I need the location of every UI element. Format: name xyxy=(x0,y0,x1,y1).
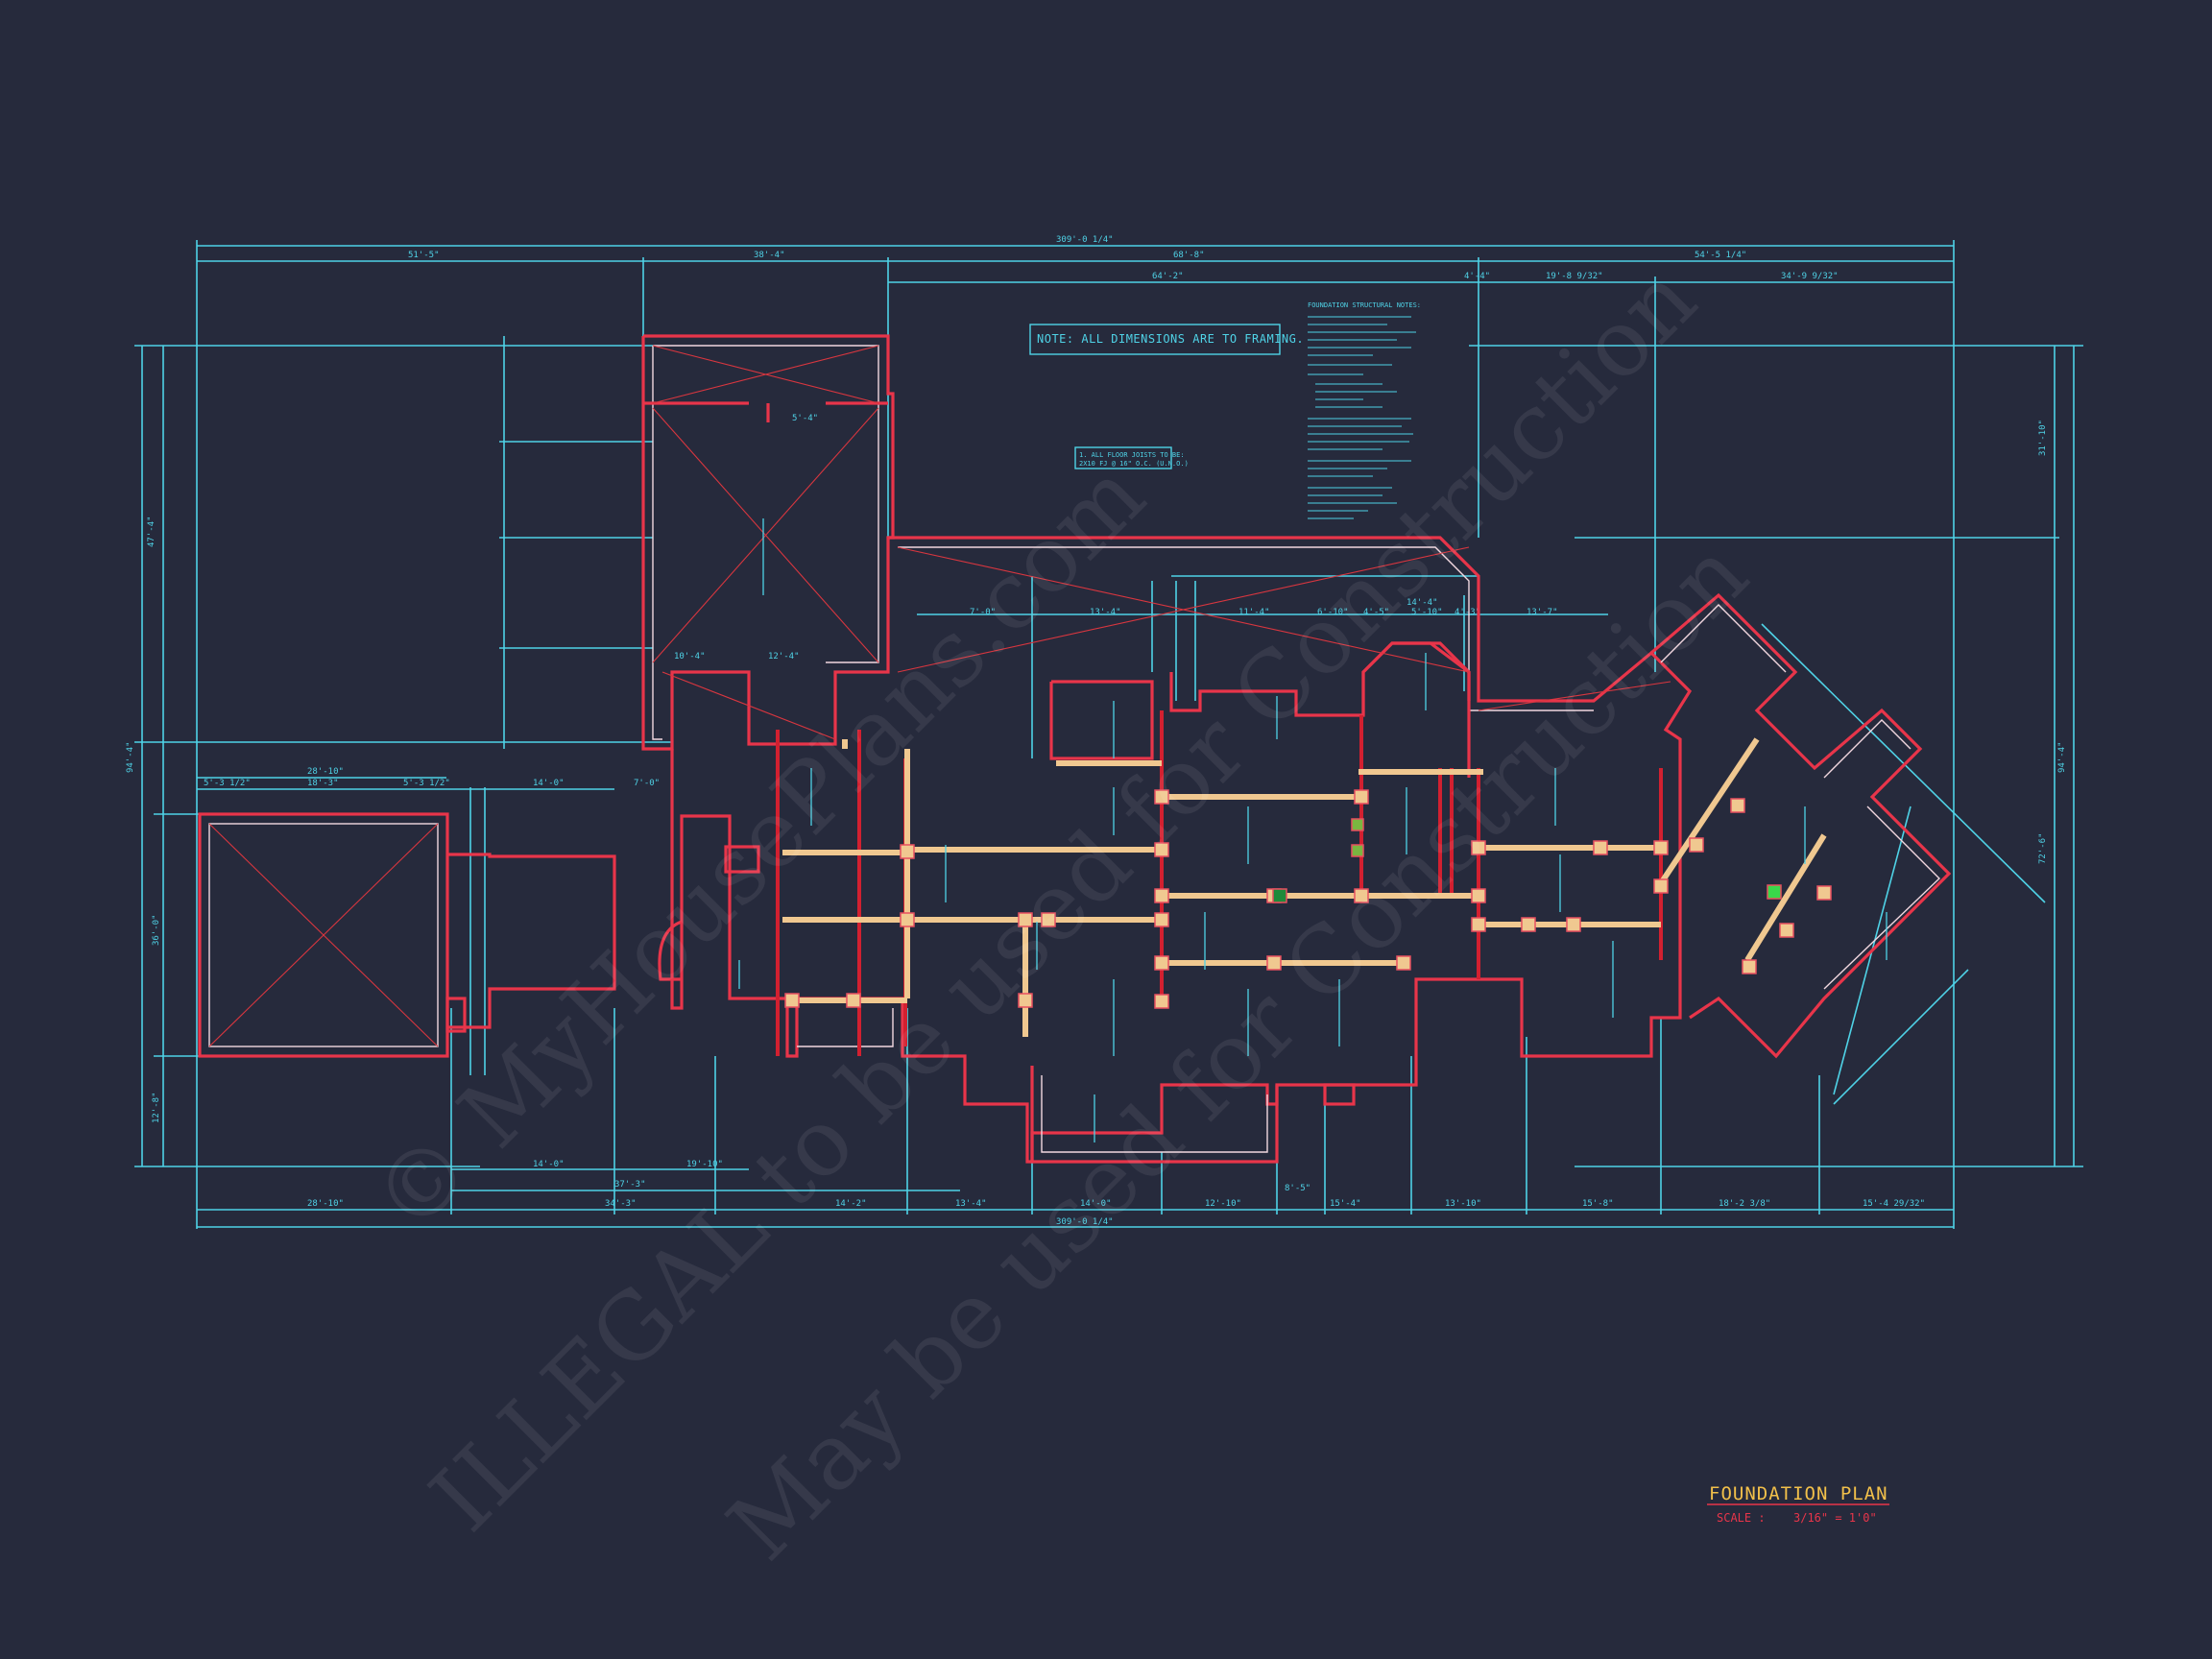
bottom-row2-dim-2: 37'-3" xyxy=(614,1180,646,1190)
drawing-title: FOUNDATION PLAN xyxy=(1709,1483,1888,1504)
overall-bottom-dim: 309'-0 1/4" xyxy=(1056,1217,1114,1227)
overall-top-dim: 309'-0 1/4" xyxy=(1056,235,1114,245)
bottom-row2-dim-3: 19'-10" xyxy=(686,1160,723,1169)
interior-dim-5: 13'-7" xyxy=(1527,608,1558,617)
garage-dim-6: 7'-0" xyxy=(634,779,660,788)
garage-dim-5: 14'-0" xyxy=(533,779,565,788)
bottom-dim-6: 12'-10" xyxy=(1205,1199,1241,1209)
joist-note-line2: 2X10 FJ @ 16" O.C. (U.N.O.) xyxy=(1079,460,1189,468)
interior-dim-12: 5'-4" xyxy=(792,414,818,423)
watermark: © MyHousePlans.com ILLEGAL to be used fo… xyxy=(352,246,1767,1581)
second-dim-1: 64'-2" xyxy=(1152,272,1184,281)
bottom-dim-12: 15'-4 29/32" xyxy=(1863,1199,1925,1209)
garage-dim-2: 5'-3 1/2" xyxy=(204,779,251,788)
right-dim-1: 94'-4" xyxy=(2057,741,2067,773)
bottom-dim-5: 14'-0" xyxy=(1080,1199,1112,1209)
left-dim-2: 94'-4" xyxy=(126,741,135,773)
bottom-dim-2: 34'-3" xyxy=(605,1199,637,1209)
interior-dim-9: 6'-10" xyxy=(1317,608,1349,617)
beams xyxy=(782,737,1827,1037)
framing-note-text: NOTE: ALL DIMENSIONS ARE TO FRAMING. xyxy=(1037,332,1304,346)
interior-dim-3: 11'-4" xyxy=(1238,608,1270,617)
garage-dim-4: 5'-3 1/2" xyxy=(403,779,450,788)
top-dim-5: 54'-5 1/4" xyxy=(1695,251,1746,260)
bottom-dim-9: 13'-10" xyxy=(1445,1199,1481,1209)
top-dim-4: 4'-4" xyxy=(1464,272,1490,281)
joist-note: 1. ALL FLOOR JOISTS TO BE: 2X10 FJ @ 16"… xyxy=(1074,446,1189,469)
bottom-dim-7: 8'-5" xyxy=(1285,1184,1310,1193)
scale-value: 3/16" = 1'0" xyxy=(1793,1511,1877,1525)
left-dim-3: 36'-0" xyxy=(152,914,161,946)
left-dim-4: 12'-8" xyxy=(152,1092,161,1123)
top-dim-3: 68'-8" xyxy=(1173,251,1205,260)
right-dim-3: 72'-6" xyxy=(2038,832,2048,864)
interior-dim-7: 5'-10" xyxy=(1411,608,1443,617)
joist-note-line1: 1. ALL FLOOR JOISTS TO BE: xyxy=(1079,451,1185,459)
interior-dim-2: 13'-4" xyxy=(1090,608,1121,617)
garage-dim-3: 18'-3" xyxy=(307,779,339,788)
bottom-dim-4: 13'-4" xyxy=(955,1199,987,1209)
dimension-lines xyxy=(134,240,2083,1229)
second-dim-3: 34'-9 9/32" xyxy=(1781,272,1839,281)
interior-dim-4: 14'-4" xyxy=(1407,598,1438,608)
top-dim-1: 51'-5" xyxy=(408,251,440,260)
structural-notes-title: FOUNDATION STRUCTURAL NOTES: xyxy=(1308,301,1421,309)
left-dim-1: 47'-4" xyxy=(147,516,156,547)
title-block: FOUNDATION PLAN SCALE : 3/16" = 1'0" xyxy=(1707,1483,1889,1525)
bottom-dim-1: 28'-10" xyxy=(307,1199,344,1209)
second-dim-2: 19'-8 9/32" xyxy=(1546,272,1603,281)
garage-dim-1: 28'-10" xyxy=(307,767,344,777)
bottom-dim-3: 14'-2" xyxy=(835,1199,867,1209)
bottom-dim-11: 18'-2 3/8" xyxy=(1719,1199,1770,1209)
foundation-walls xyxy=(198,334,1952,1164)
interior-dim-8: 4'-3" xyxy=(1455,608,1480,617)
top-dim-2: 38'-4" xyxy=(754,251,785,260)
right-dim-2: 31'-10" xyxy=(2038,420,2048,456)
interior-dim-1: 7'-0" xyxy=(970,608,996,617)
interior-dim-6: 4'-5" xyxy=(1363,608,1389,617)
bottom-dim-8: 15'-4" xyxy=(1330,1199,1361,1209)
dimension-text: 309'-0 1/4" 309'-0 1/4" 51'-5" 38'-4" 68… xyxy=(126,235,2067,1227)
piers xyxy=(784,789,1832,1009)
structural-notes: FOUNDATION STRUCTURAL NOTES: xyxy=(1308,301,1421,519)
slab-diagonals xyxy=(208,345,1671,1047)
general-note: NOTE: ALL DIMENSIONS ARE TO FRAMING. xyxy=(1029,324,1304,355)
bottom-row2-dim-1: 14'-0" xyxy=(533,1160,565,1169)
scale-label: SCALE : xyxy=(1717,1511,1766,1525)
interior-dim-11: 12'-4" xyxy=(768,652,800,661)
joist-direction-arrows xyxy=(738,518,1887,1142)
bottom-dim-10: 15'-8" xyxy=(1582,1199,1614,1209)
interior-dim-10: 10'-4" xyxy=(674,652,706,661)
